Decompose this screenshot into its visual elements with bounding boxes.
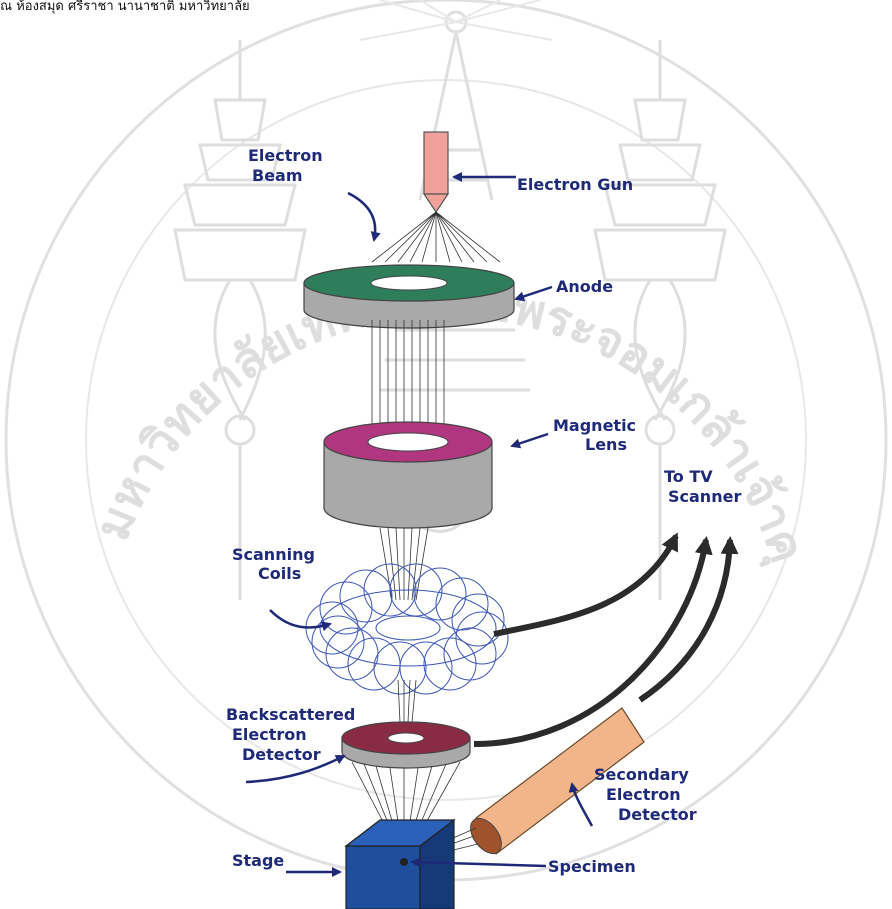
- backscattered-detector: [342, 722, 470, 768]
- label-to-tv-line1: To TV: [664, 467, 713, 486]
- magnetic-lens: [324, 422, 492, 528]
- stage: [346, 820, 454, 909]
- label-backscattered-line1: Backscattered: [226, 705, 355, 724]
- label-magnetic-lens-line2: Lens: [585, 435, 627, 454]
- label-backscattered-line3: Detector: [242, 745, 321, 764]
- label-secondary-line1: Secondary: [594, 765, 689, 784]
- top-caption: ณ ห้องสมุด ศรีราชา นานาชาติ มหาวิทยาลัย: [0, 0, 250, 14]
- label-backscattered-line2: Electron: [232, 725, 307, 744]
- label-anode: Anode: [556, 277, 613, 296]
- label-stage: Stage: [232, 851, 284, 870]
- scanning-coils: [306, 564, 508, 694]
- label-electron-beam-line2: Beam: [252, 166, 303, 185]
- signal-cables: [474, 536, 730, 744]
- label-specimen: Specimen: [548, 857, 636, 876]
- label-scanning-coils-line1: Scanning: [232, 545, 315, 564]
- label-electron-gun: Electron Gun: [517, 175, 633, 194]
- label-to-tv-line2: Scanner: [668, 487, 741, 506]
- electron-gun: [424, 132, 448, 212]
- beam-column-1: [372, 320, 444, 430]
- label-scanning-coils-line2: Coils: [258, 564, 301, 583]
- beam-fan-gun: [372, 212, 500, 262]
- specimen-dot: [400, 858, 408, 866]
- label-magnetic-lens-line1: Magnetic: [553, 416, 636, 435]
- label-secondary-line3: Detector: [618, 805, 697, 824]
- label-secondary-line2: Electron: [606, 785, 681, 804]
- anode: [304, 265, 514, 328]
- label-electron-beam-line1: Electron: [248, 146, 323, 165]
